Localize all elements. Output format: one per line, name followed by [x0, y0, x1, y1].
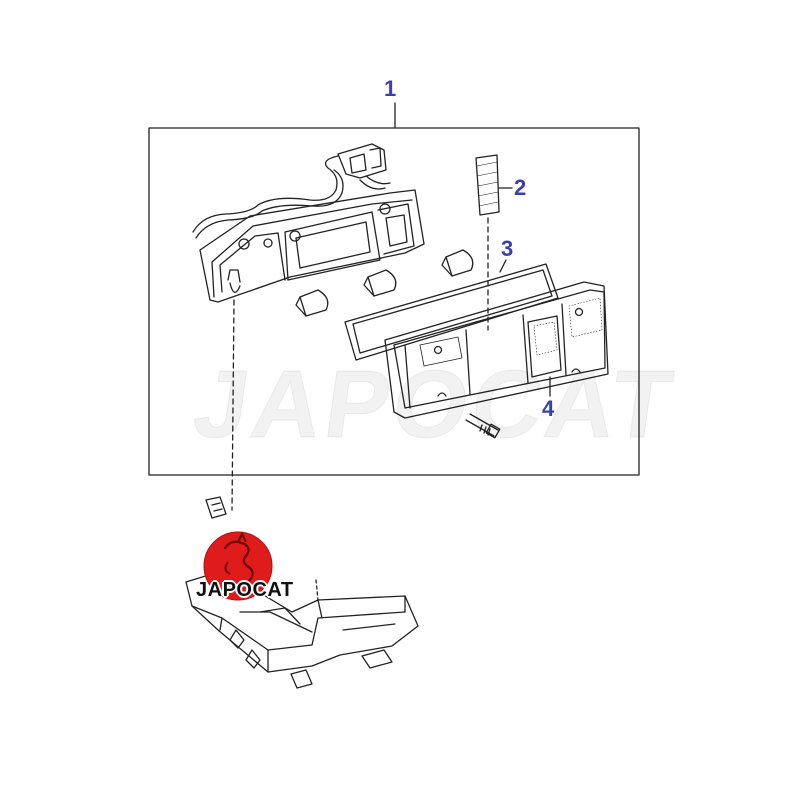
bulb-3: [441, 249, 474, 277]
callout-3: 3: [501, 236, 514, 261]
japocat-logo-badge: [203, 531, 273, 601]
callout-2: 2: [514, 175, 527, 200]
logo-text: JAPOCAT: [196, 579, 294, 601]
callout-1: 1: [384, 76, 397, 101]
bulb-2: [363, 269, 397, 297]
gasket: [344, 263, 559, 361]
label-sticker: [475, 154, 500, 216]
assembly-frame: [148, 127, 640, 476]
leader-line-3: [499, 259, 507, 273]
leader-dashed-housing: [231, 299, 235, 511]
wiring-harness: [192, 143, 391, 239]
callout-4: 4: [542, 396, 555, 421]
bulb-1: [295, 289, 329, 317]
clip: [205, 496, 227, 519]
screw: [465, 413, 501, 439]
lens: [384, 281, 609, 419]
lamp-housing: [199, 189, 425, 303]
